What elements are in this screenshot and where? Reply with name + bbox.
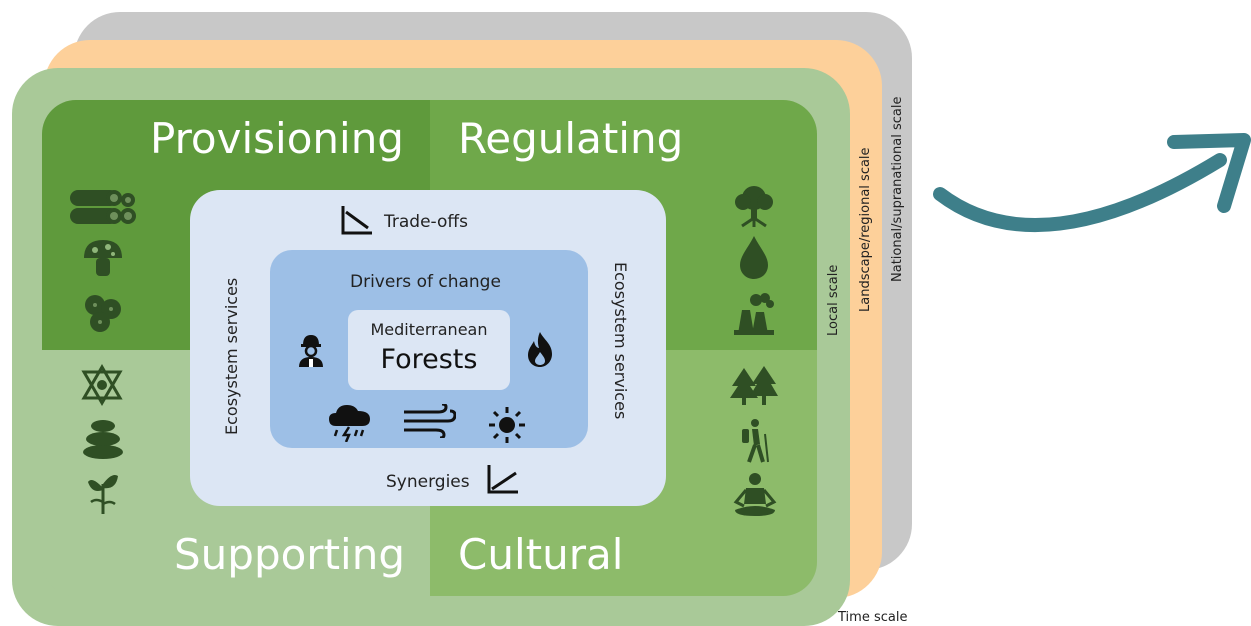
berries-icon xyxy=(82,292,124,334)
local-scale-label: Local scale xyxy=(826,264,841,336)
nutrient-cycle-icon xyxy=(80,364,124,406)
drivers-label: Drivers of change xyxy=(350,272,501,292)
trade-offs-label: Trade-offs xyxy=(384,212,468,232)
wind-icon xyxy=(402,404,456,438)
trade-offs-icon xyxy=(340,204,374,236)
regulating-title: Regulating xyxy=(458,114,684,163)
water-drop-icon xyxy=(738,234,770,280)
synergies-icon xyxy=(486,463,520,495)
supporting-title: Supporting xyxy=(174,530,405,579)
cultural-title: Cultural xyxy=(458,530,624,579)
time-scale-label: Time scale xyxy=(838,610,908,625)
meditation-icon xyxy=(732,472,778,518)
curved-arrow-icon xyxy=(930,130,1251,260)
forests-big-label: Forests xyxy=(380,344,478,375)
forests-small-label: Mediterranean xyxy=(370,320,488,339)
regional-scale-label: Landscape/regional scale xyxy=(858,147,873,312)
ecosystem-services-right-label: Ecosystem services xyxy=(611,262,630,420)
fire-icon xyxy=(526,330,554,368)
worker-icon xyxy=(296,332,326,368)
seedling-icon xyxy=(86,472,120,516)
synergies-label: Synergies xyxy=(386,472,470,492)
forests-box xyxy=(348,310,510,390)
provisioning-title: Provisioning xyxy=(150,114,404,163)
factory-emission-icon xyxy=(732,292,776,336)
ecosystem-services-left-label: Ecosystem services xyxy=(222,277,241,435)
mushroom-icon xyxy=(82,238,124,278)
forest-trees-icon xyxy=(730,364,778,406)
sun-icon xyxy=(488,406,526,444)
soil-layers-icon xyxy=(82,418,124,460)
firewood-logs-icon xyxy=(68,186,138,228)
storm-icon xyxy=(328,402,372,442)
hiker-icon xyxy=(738,418,770,464)
national-scale-label: National/supranational scale xyxy=(890,96,905,282)
tree-roots-icon xyxy=(734,184,774,228)
